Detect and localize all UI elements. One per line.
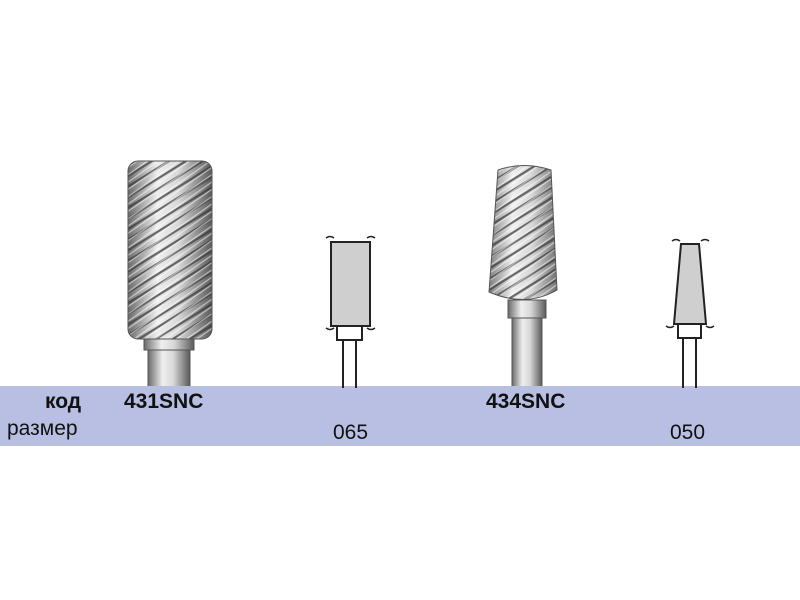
product-size-050: 050 (670, 421, 706, 444)
tapered-carbide-bur-icon (488, 165, 558, 401)
data-band (0, 386, 800, 446)
product-code-431snc: 431SNC (124, 390, 204, 413)
cylinder-profile-silhouette-icon (325, 235, 376, 388)
cylindrical-carbide-bur-icon (127, 160, 213, 401)
product-code-434snc: 434SNC (486, 390, 566, 413)
code-row-label: код (45, 390, 82, 413)
size-row-label: размер (7, 417, 78, 440)
product-size-065: 065 (333, 421, 369, 444)
taper-profile-silhouette-icon (665, 238, 715, 388)
